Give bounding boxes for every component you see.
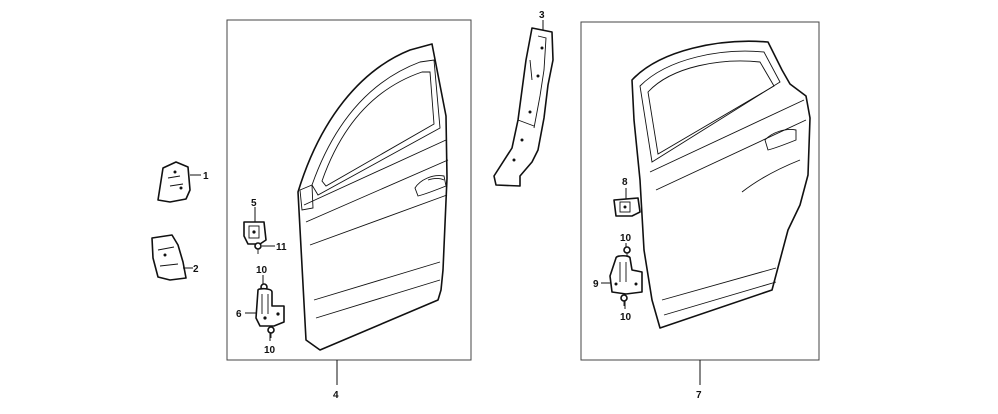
bolt-11	[254, 242, 262, 254]
part-5-upper-hinge	[243, 221, 267, 245]
part-3-pillar-reinforcement	[493, 27, 554, 187]
callout-6: 6	[236, 309, 242, 320]
front-door-frame-box	[226, 19, 472, 361]
part-7-rear-door	[631, 40, 811, 329]
bolt-10-lower-front	[267, 326, 275, 338]
part-6-lower-hinge	[255, 287, 285, 327]
callout-10-front-upper: 10	[256, 265, 268, 276]
callout-4: 4	[333, 390, 339, 401]
callout-8: 8	[622, 177, 628, 188]
callout-10-rear-lower: 10	[620, 312, 632, 323]
part-8-upper-hinge-rear	[613, 197, 641, 217]
callout-2: 2	[193, 264, 199, 275]
callout-1: 1	[203, 171, 209, 182]
callout-10-front-lower: 10	[264, 345, 276, 356]
part-2-plate	[151, 234, 187, 281]
callout-11: 11	[276, 242, 287, 253]
callout-7: 7	[696, 390, 702, 401]
callout-10-rear-upper: 10	[620, 233, 632, 244]
bolt-10-rear-lower	[620, 294, 628, 306]
callout-3: 3	[539, 10, 545, 21]
part-4-front-door	[297, 43, 449, 351]
callout-9: 9	[593, 279, 599, 290]
callout-5: 5	[251, 198, 257, 209]
part-9-lower-hinge-rear	[609, 254, 643, 295]
part-1-bracket	[157, 161, 191, 203]
